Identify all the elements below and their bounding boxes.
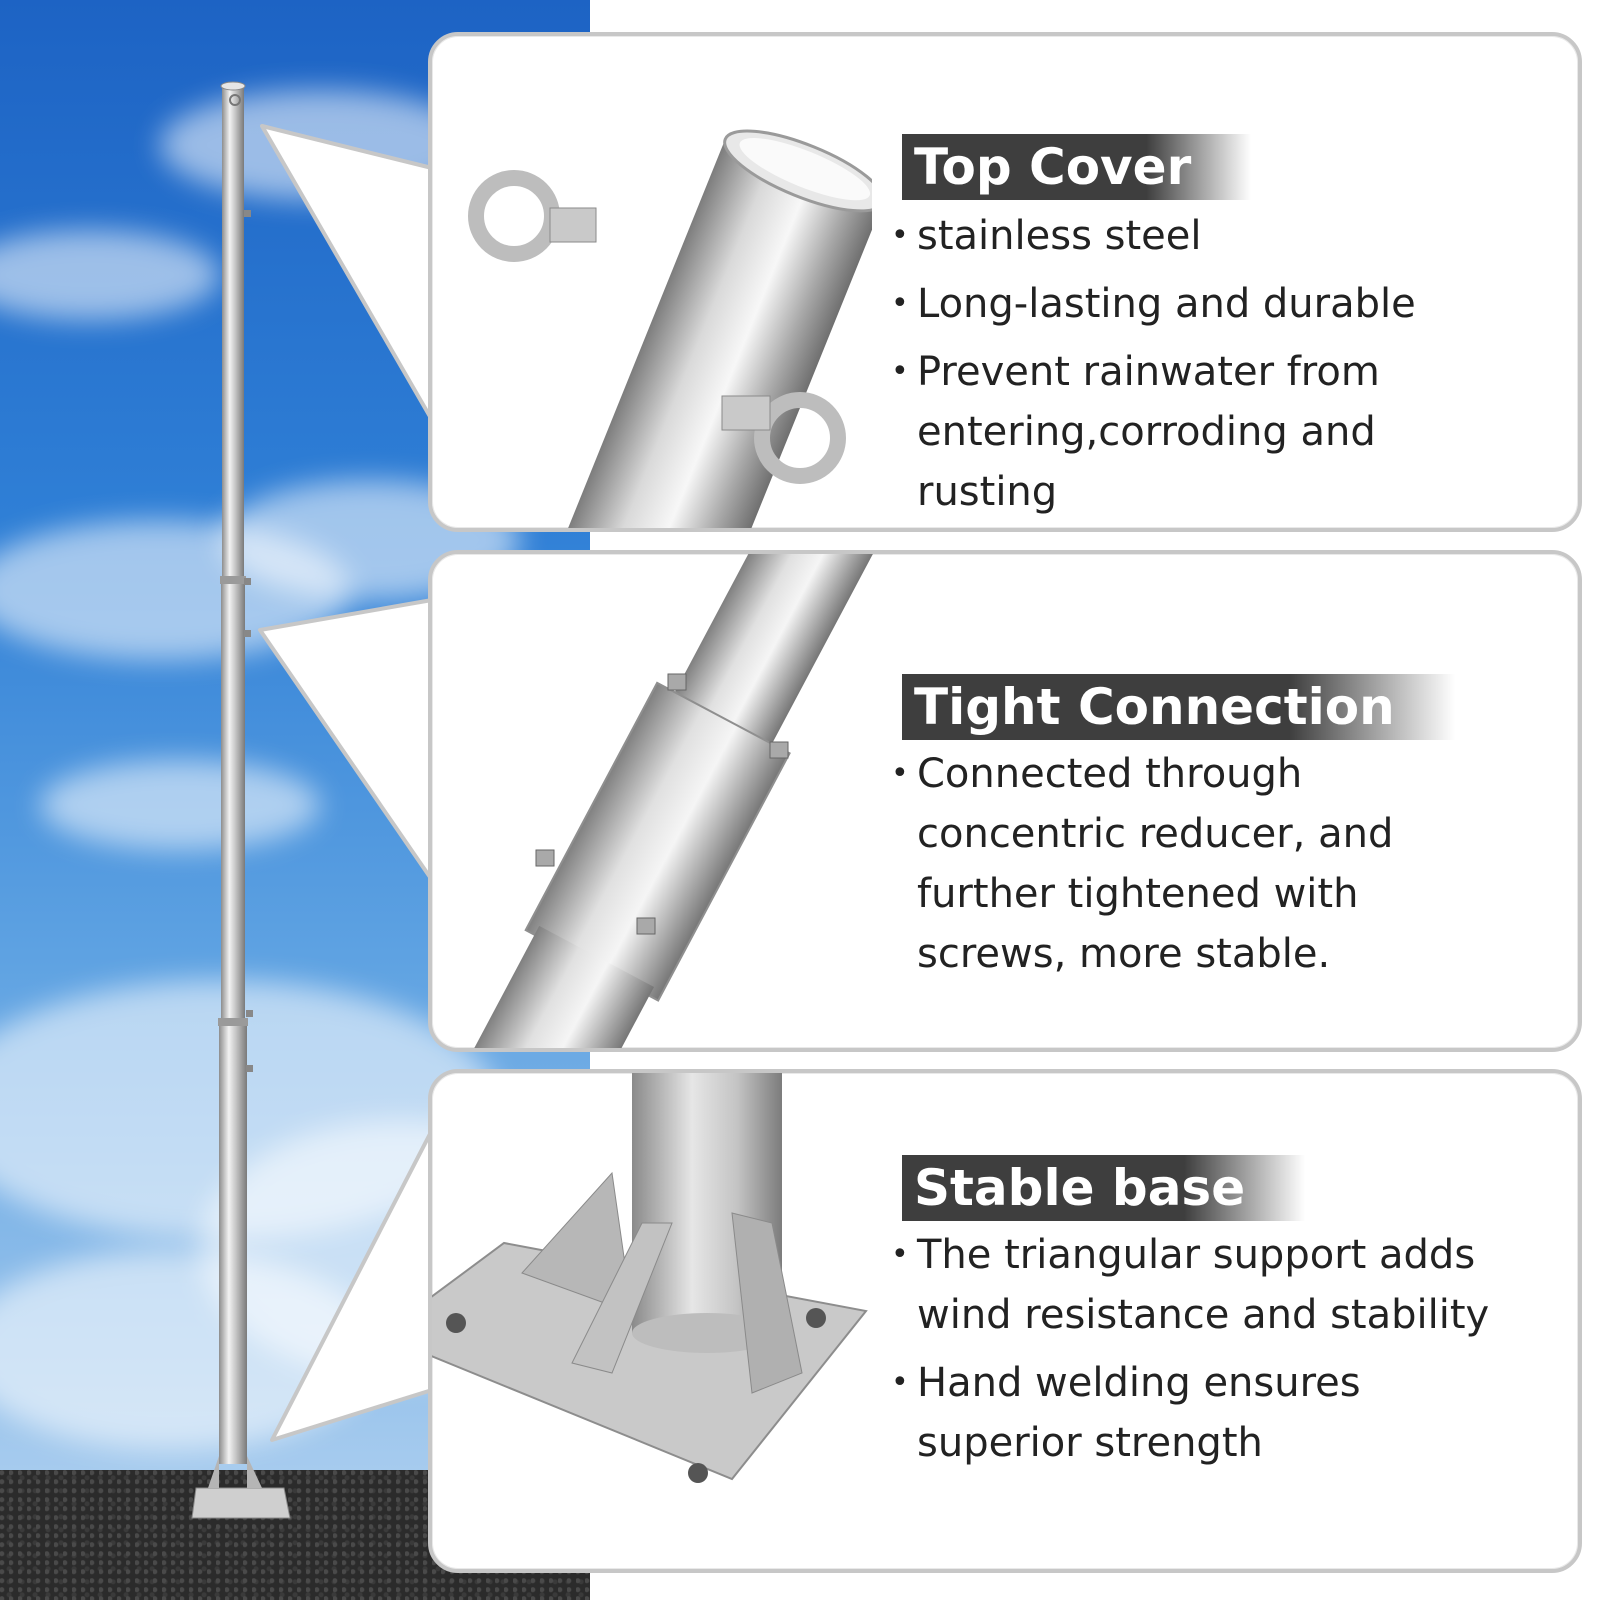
callout-pointer-middle	[258, 598, 434, 882]
feature-card-stable-base: Stable base • The triangular support add…	[428, 1069, 1582, 1573]
triangular-gusset	[731, 1212, 803, 1394]
tight-connection-photo	[445, 554, 892, 1048]
callout-pointers	[258, 124, 434, 1442]
eye-bolt-ring	[754, 392, 846, 484]
base-bolt-hole	[688, 1463, 708, 1483]
flagpole-illustration	[191, 81, 291, 1519]
pole-screw	[246, 1065, 253, 1072]
feature-bullets: • Connected through concentric reducer, …	[887, 744, 1507, 992]
eye-bolt-ring	[468, 170, 560, 262]
feature-title: Stable base	[902, 1155, 1306, 1221]
bullet-icon: •	[891, 1237, 909, 1272]
bullet-icon: •	[891, 756, 909, 791]
feature-bullets: • stainless steel • Long-lasting and dur…	[887, 206, 1527, 528]
feature-bullet: • Connected through concentric reducer, …	[887, 744, 1507, 984]
pole-shaft-bottom	[219, 1024, 247, 1464]
pole-screw	[244, 578, 251, 585]
connection-screw	[535, 849, 555, 867]
pole-shaft-middle	[221, 584, 245, 1024]
top-cover-photo	[468, 129, 872, 528]
feature-bullet: • stainless steel	[887, 206, 1527, 266]
feature-card-top-cover: Top Cover • stainless steel • Long-lasti…	[428, 32, 1582, 532]
pole-screw	[244, 630, 251, 637]
stable-base-photo	[432, 1073, 868, 1483]
bullet-icon: •	[891, 286, 909, 321]
triangular-gusset	[571, 1222, 673, 1374]
base-bolt-hole	[446, 1313, 466, 1333]
feature-bullet: • Hand welding ensures superior strength	[887, 1353, 1507, 1473]
triangular-gusset	[521, 1171, 633, 1314]
feature-bullet: • Long-lasting and durable	[887, 274, 1527, 334]
bullet-icon: •	[891, 1365, 909, 1400]
pole-joint	[220, 576, 246, 584]
bullet-icon: •	[891, 218, 909, 253]
connection-screw	[636, 917, 656, 935]
feature-bullet: • Prevent rainwater from entering,corrod…	[887, 342, 1527, 522]
callout-pointer-top	[260, 124, 434, 422]
cloud	[40, 760, 320, 850]
connection-screw	[667, 673, 687, 691]
pole-base-gusset	[247, 1456, 262, 1488]
feature-bullet: • The triangular support adds wind resis…	[887, 1225, 1507, 1345]
feature-title: Top Cover	[902, 134, 1252, 200]
feature-title: Tight Connection	[902, 674, 1455, 740]
pole-base-gusset	[208, 1456, 219, 1488]
pole-eye-ring	[229, 94, 241, 106]
feature-card-tight-connection: Tight Connection • Connected through con…	[428, 550, 1582, 1052]
connection-screw	[769, 741, 789, 759]
bullet-icon: •	[891, 354, 909, 389]
callout-pointer-bottom	[270, 1128, 434, 1442]
feature-bullets: • The triangular support adds wind resis…	[887, 1225, 1507, 1481]
cloud	[0, 230, 220, 320]
pole-shaft-top	[222, 84, 244, 584]
pole-joint	[218, 1018, 248, 1026]
pole-screw	[246, 1010, 253, 1017]
pole-top-cap	[220, 81, 246, 91]
base-bolt-hole	[806, 1308, 826, 1328]
pole-screw	[244, 210, 251, 217]
